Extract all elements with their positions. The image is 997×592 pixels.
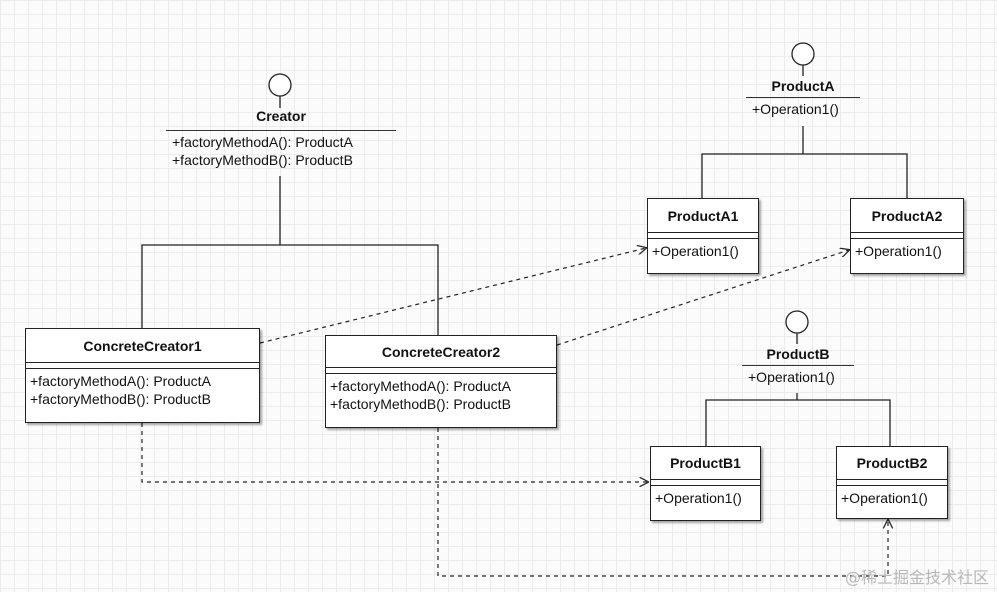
product-b1-box: ProductB1 +Operation1() bbox=[650, 446, 761, 521]
product-a-interface: ProductA +Operation1() bbox=[746, 78, 860, 118]
concrete-creator-2-box: ConcreteCreator2 +factoryMethodA(): Prod… bbox=[325, 335, 557, 428]
product-a-name: ProductA bbox=[771, 78, 835, 94]
creator-operation: +factoryMethodA(): ProductA bbox=[172, 134, 353, 150]
product-b2-name: ProductB2 bbox=[837, 447, 947, 480]
product-b1-operation: +Operation1() bbox=[655, 490, 742, 506]
product-a-operations: +Operation1() bbox=[746, 100, 860, 118]
product-b2-operation: +Operation1() bbox=[841, 490, 928, 506]
concrete-creator-2-name: ConcreteCreator2 bbox=[326, 336, 556, 368]
creator-interface: Creator +factoryMethodA(): ProductA +fac… bbox=[166, 108, 396, 169]
product-a2-operations: +Operation1() bbox=[851, 239, 963, 263]
product-a-interface-circle bbox=[791, 42, 815, 66]
concrete-creator-1-name: ConcreteCreator1 bbox=[26, 329, 259, 363]
product-b-branch bbox=[705, 399, 891, 446]
product-b-divider bbox=[742, 365, 854, 366]
product-a-branch bbox=[701, 153, 908, 198]
product-a-operation: +Operation1() bbox=[752, 101, 839, 117]
concrete-creator-2-attributes bbox=[326, 368, 556, 374]
creator-divider bbox=[166, 130, 396, 131]
concrete-creator-1-operation: +factoryMethodA(): ProductA bbox=[30, 373, 211, 389]
concrete-creator-1-operation: +factoryMethodB(): ProductB bbox=[30, 391, 211, 407]
product-b-interface: ProductB +Operation1() bbox=[742, 346, 854, 386]
product-b2-attributes bbox=[837, 480, 947, 486]
watermark: @稀土掘金技术社区 bbox=[844, 568, 989, 587]
dependency-cc1-to-product-b1 bbox=[141, 423, 648, 482]
product-a1-box: ProductA1 +Operation1() bbox=[647, 198, 759, 274]
product-b-interface-circle bbox=[785, 310, 809, 334]
product-b1-attributes bbox=[651, 480, 760, 486]
creator-interface-circle bbox=[268, 73, 292, 97]
product-b2-operations: +Operation1() bbox=[837, 486, 947, 510]
creator-name: Creator bbox=[256, 108, 306, 124]
product-a1-attributes bbox=[648, 233, 758, 239]
product-b-name: ProductB bbox=[766, 346, 830, 362]
concrete-creator-2-operation: +factoryMethodB(): ProductB bbox=[330, 396, 511, 412]
product-a2-attributes bbox=[851, 233, 963, 239]
concrete-creator-2-operation: +factoryMethodA(): ProductA bbox=[330, 378, 511, 394]
concrete-creator-1-attributes bbox=[26, 363, 259, 369]
product-b1-operations: +Operation1() bbox=[651, 486, 760, 510]
dependency-cc2-to-product-b2 bbox=[437, 428, 888, 577]
product-b-operations: +Operation1() bbox=[742, 368, 854, 386]
product-b-operation: +Operation1() bbox=[748, 369, 835, 385]
concrete-creator-1-operations: +factoryMethodA(): ProductA +factoryMeth… bbox=[26, 369, 259, 411]
product-a1-name: ProductA1 bbox=[648, 199, 758, 233]
product-b1-name: ProductB1 bbox=[651, 447, 760, 480]
product-a1-operation: +Operation1() bbox=[652, 243, 739, 259]
creator-branch bbox=[141, 244, 439, 335]
concrete-creator-2-operations: +factoryMethodA(): ProductA +factoryMeth… bbox=[326, 374, 556, 416]
product-b2-box: ProductB2 +Operation1() bbox=[836, 446, 948, 519]
concrete-creator-1-box: ConcreteCreator1 +factoryMethodA(): Prod… bbox=[25, 328, 260, 423]
creator-operations: +factoryMethodA(): ProductA +factoryMeth… bbox=[166, 133, 396, 169]
product-a-divider bbox=[746, 97, 860, 98]
product-a2-operation: +Operation1() bbox=[855, 243, 942, 259]
dependency-cc1-to-product-a1 bbox=[259, 248, 646, 344]
product-a2-name: ProductA2 bbox=[851, 199, 963, 233]
product-a2-box: ProductA2 +Operation1() bbox=[850, 198, 964, 274]
creator-operation: +factoryMethodB(): ProductB bbox=[172, 152, 353, 168]
dependency-cc2-to-product-a2 bbox=[556, 250, 849, 346]
product-a1-operations: +Operation1() bbox=[648, 239, 758, 263]
